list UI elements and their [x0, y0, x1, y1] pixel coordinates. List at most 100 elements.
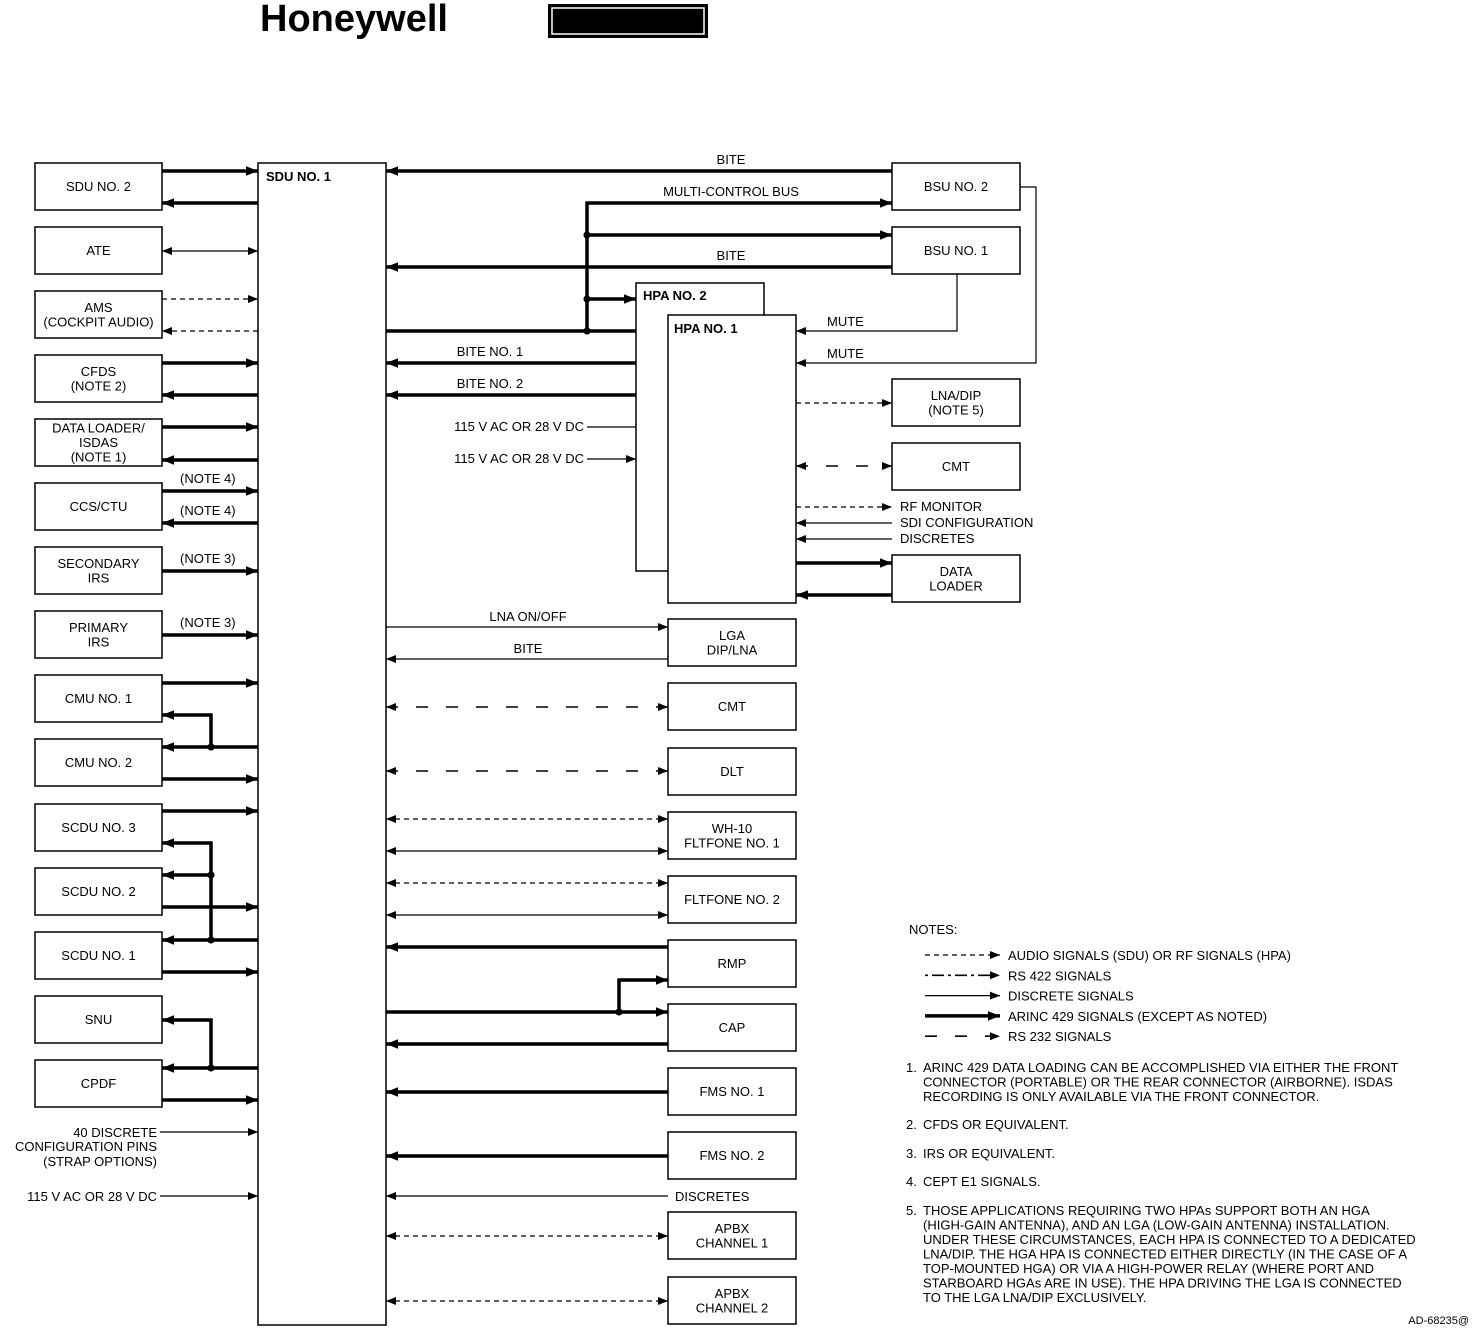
- discrete-pins-label: CONFIGURATION PINS: [15, 1139, 157, 1154]
- right-box-cap-outline: [667, 1003, 797, 1052]
- legend-label: RS 232 SIGNALS: [1008, 1029, 1112, 1044]
- note-text: TO THE LGA LNA/DIP EXCLUSIVELY.: [923, 1290, 1147, 1305]
- junction-dot: [583, 231, 591, 239]
- racal-logo-plate: [548, 4, 708, 38]
- left-box-cfds-label: CFDS: [81, 364, 117, 379]
- data-loader-box-outline: [891, 554, 1021, 603]
- lga-bite-label: BITE: [514, 641, 543, 656]
- note3-label-b: (NOTE 3): [180, 615, 236, 630]
- right-box-apbx2-label: APBX: [715, 1286, 750, 1301]
- right-box-fltf2-outline: [667, 875, 797, 924]
- right-box-apbx2-label: CHANNEL 2: [696, 1300, 768, 1315]
- left-box-pirs-outline: [34, 610, 163, 659]
- lna-dip-box-label: LNA/DIP: [931, 388, 982, 403]
- right-box-apbx1-outline: [667, 1211, 797, 1260]
- left-box-cfds: CFDS(NOTE 2): [34, 354, 163, 403]
- cmt-top-box: CMT: [891, 442, 1021, 491]
- note-text: UNDER THESE CIRCUMSTANCES, EACH HPA IS C…: [923, 1232, 1416, 1247]
- left-box-ccs-outline: [34, 482, 163, 531]
- racal-logo-frame: [551, 7, 705, 35]
- note4-label-b: (NOTE 4): [180, 503, 236, 518]
- note-text: TOP-MOUNTED HGA) OR VIA A HIGH-POWER REL…: [923, 1261, 1374, 1276]
- right-box-lga-outline: [667, 618, 797, 667]
- bsu-no-1-box-outline: [891, 226, 1021, 275]
- left-box-scdu2-label: SCDU NO. 2: [61, 884, 135, 899]
- sdi-label: SDI CONFIGURATION: [900, 515, 1033, 530]
- right-box-fltf2: FLTFONE NO. 2: [667, 875, 797, 924]
- signal-labels: (NOTE 4)(NOTE 4)(NOTE 3)(NOTE 3)40 DISCR…: [15, 152, 1033, 1204]
- drawing-reference: AD-68235@: [1408, 1315, 1469, 1327]
- mcb-label: MULTI-CONTROL BUS: [663, 184, 799, 199]
- right-box-dlt-outline: [667, 747, 797, 796]
- junction-dot: [583, 327, 591, 335]
- right-box-rmp-outline: [667, 939, 797, 988]
- lna-onoff-label: LNA ON/OFF: [489, 609, 566, 624]
- right-box-apbx2-outline: [667, 1276, 797, 1325]
- left-box-scdu1-label: SCDU NO. 1: [61, 948, 135, 963]
- note-text: ARINC 429 DATA LOADING CAN BE ACCOMPLISH…: [923, 1060, 1398, 1075]
- right-box-dlt-label: DLT: [720, 764, 744, 779]
- note-number: 1.: [906, 1060, 917, 1075]
- data-loader-box-label: DATA: [940, 564, 973, 579]
- hpa-no-1-title: HPA NO. 1: [674, 321, 738, 336]
- left-box-snu-outline: [34, 995, 163, 1044]
- mute1-label: MUTE: [827, 314, 864, 329]
- lna-dip-box-outline: [891, 378, 1021, 427]
- sdu-power-label: 115 V AC OR 28 V DC: [27, 1189, 157, 1204]
- left-box-sirs-outline: [34, 546, 163, 595]
- right-box-fms1-outline: [667, 1067, 797, 1116]
- scdu3-in-route: [162, 838, 213, 940]
- right-box-fltf2-label: FLTFONE NO. 2: [684, 892, 780, 907]
- left-box-scdu1: SCDU NO. 1: [34, 931, 163, 980]
- cmu1-in-route: [162, 710, 213, 748]
- note-text: RECORDING IS ONLY AVAILABLE VIA THE FRON…: [923, 1089, 1319, 1104]
- right-box-apbx1-label: CHANNEL 1: [696, 1235, 768, 1250]
- junction-dot: [207, 1064, 215, 1072]
- notes-title: NOTES:: [909, 922, 957, 937]
- racal-logo: RACAL: [548, 4, 708, 38]
- left-box-dl-label: ISDAS: [79, 435, 118, 450]
- left-box-scdu3-outline: [34, 803, 163, 852]
- left-box-cpdf-outline: [34, 1059, 163, 1108]
- left-box-scdu2: SCDU NO. 2: [34, 867, 163, 916]
- left-box-pirs-label: IRS: [88, 634, 110, 649]
- left-box-ate-label: ATE: [86, 243, 111, 258]
- left-box-cmu2-label: CMU NO. 2: [65, 755, 132, 770]
- right-box-cmt2-outline: [667, 682, 797, 731]
- left-box-snu-label: SNU: [85, 1012, 112, 1027]
- junction-dot: [207, 743, 215, 751]
- left-box-cmu2: CMU NO. 2: [34, 738, 163, 787]
- left-box-scdu3: SCDU NO. 3: [34, 803, 163, 852]
- bsu-no-2-box-label: BSU NO. 2: [924, 179, 988, 194]
- left-box-cfds-label: (NOTE 2): [71, 378, 127, 393]
- left-box-ccs-label: CCS/CTU: [70, 499, 128, 514]
- right-box-cmt2-label: CMT: [718, 699, 746, 714]
- note-text: (HIGH-GAIN ANTENNA), AND AN LGA (LOW-GAI…: [923, 1218, 1390, 1233]
- right-box-rmp-label: RMP: [718, 956, 747, 971]
- right-box-fms2: FMS NO. 2: [667, 1131, 797, 1180]
- left-box-sdu2-label: SDU NO. 2: [66, 179, 131, 194]
- right-box-fms2-outline: [667, 1131, 797, 1180]
- hpa-no-1-box: HPA NO. 1: [667, 314, 797, 604]
- hpa2-power-label: 115 V AC OR 28 V DC: [454, 451, 584, 466]
- left-box-sirs-label: IRS: [88, 570, 110, 585]
- snu-in-route: [162, 1015, 213, 1068]
- discrete-pins-label: 40 DISCRETE: [73, 1125, 157, 1140]
- right-box-wh10-outline: [667, 811, 797, 860]
- notes-panel: NOTES:AUDIO SIGNALS (SDU) OR RF SIGNALS …: [906, 922, 1416, 1305]
- bsu-no-2-box-outline: [891, 162, 1021, 211]
- left-box-ate-outline: [34, 226, 163, 275]
- bite-no-1-label: BITE NO. 1: [457, 344, 523, 359]
- sdu-no-1-box: SDU NO. 1: [257, 162, 387, 1326]
- left-box-dl: DATA LOADER/ISDAS(NOTE 1): [34, 418, 163, 467]
- bsu2-bite-label: BITE: [717, 152, 746, 167]
- sdu-outline: [257, 162, 387, 1326]
- junction-dot: [207, 871, 215, 879]
- note-text: STARBOARD HGAs ARE IN USE). THE HPA DRIV…: [923, 1276, 1402, 1291]
